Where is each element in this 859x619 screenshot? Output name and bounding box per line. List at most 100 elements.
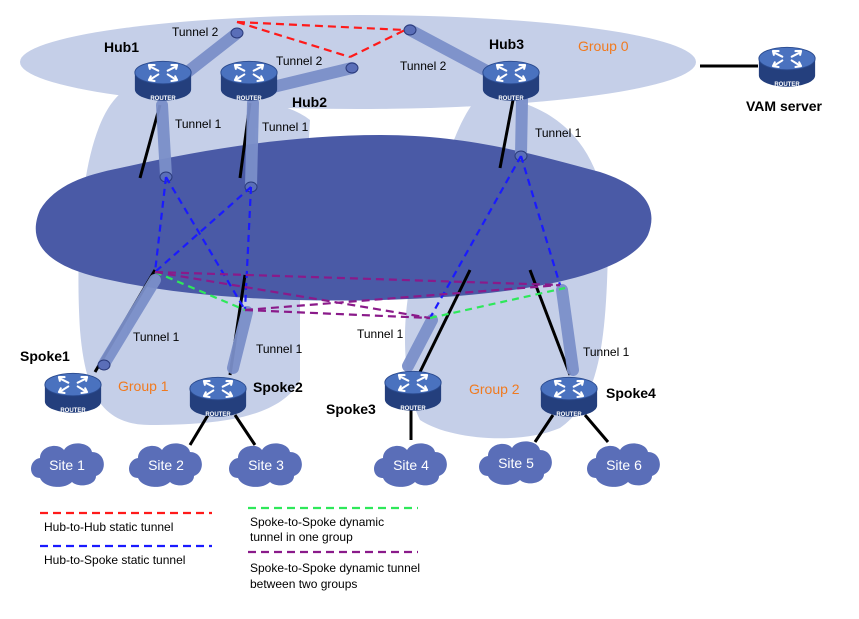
hub1-tunnel1-tube: [156, 99, 172, 182]
tunnel-endpoint: [97, 359, 111, 371]
site-label: Site 4: [393, 457, 429, 473]
group1-label: Group 1: [118, 378, 169, 394]
site-label: Site 3: [248, 457, 284, 473]
spoke1-router-icon: ROUTER: [43, 372, 103, 414]
public-network-cloud: [35, 135, 652, 301]
site1-cloud-icon: [31, 443, 104, 487]
site-labels: Site 1 Site 2 Site 3 Site 4 Site 5 Site …: [49, 455, 642, 473]
hub3-tunnel2-label: Tunnel 2: [400, 59, 447, 73]
tunnel-endpoint: [403, 24, 417, 36]
spoke1-tunnel1-label: Tunnel 1: [133, 330, 180, 344]
hub-spoke-tunnel: [154, 186, 252, 273]
spoke-between-group-tunnel: [154, 270, 561, 287]
hub-spoke-tunnel: [519, 155, 562, 286]
spoke4-tunnel1-tube: [556, 284, 579, 376]
router-tag: ROUTER: [60, 408, 86, 414]
site-clouds: [31, 441, 660, 487]
site-label: Site 6: [606, 457, 642, 473]
spoke2-tunnel1-label: Tunnel 1: [256, 342, 303, 356]
spoke-same-group-tunnels: [154, 270, 566, 320]
site4-cloud-icon: [374, 443, 447, 487]
hub1-router-icon: ROUTER: [133, 60, 193, 102]
router-tag: ROUTER: [556, 412, 582, 418]
hub-to-hub-tunnels: [236, 20, 406, 59]
hub1-tunnel2-label: Tunnel 2: [172, 25, 219, 39]
link-hub1: [138, 104, 162, 179]
link-spoke3: [418, 269, 472, 373]
legend: Hub-to-Hub static tunnel Hub-to-Spoke st…: [40, 506, 420, 591]
hub-hub-tunnel: [236, 20, 406, 32]
spoke3-tunnel1-label: Tunnel 1: [357, 327, 404, 341]
hub3-tunnel1-label: Tunnel 1: [535, 126, 582, 140]
site-label: Site 2: [148, 457, 184, 473]
spoke3-tunnel1-tube: [402, 314, 438, 372]
group-labels: Group 0 Group 1 Group 2: [118, 38, 629, 397]
link-site5: [533, 414, 555, 443]
hub1-label: Hub1: [104, 39, 139, 55]
legend-spoke-between-text-1: Spoke-to-Spoke dynamic tunnel: [250, 561, 420, 575]
hub-hub-tunnel: [349, 29, 406, 58]
spoke3-label: Spoke3: [326, 401, 376, 417]
hub2-tunnel1-tube: [245, 97, 259, 192]
spoke-between-group-tunnel: [244, 308, 431, 320]
group0-area: [20, 15, 696, 109]
spoke4-label: Spoke4: [606, 385, 656, 401]
site6-cloud-icon: [587, 443, 660, 487]
routers: ROUTER ROUTER ROUTER ROUTER ROUTER ROUTE…: [43, 46, 817, 418]
legend-spoke-same-text-1: Spoke-to-Spoke dynamic: [250, 515, 384, 529]
group2-label: Group 2: [469, 381, 520, 397]
router-tag: ROUTER: [498, 96, 524, 102]
spoke2-router-icon: ROUTER: [188, 376, 248, 418]
hub-hub-tunnel: [236, 20, 351, 59]
site2-cloud-icon: [129, 443, 202, 487]
link-site6: [583, 414, 610, 443]
tunnel-tubes: [98, 24, 579, 376]
site5-cloud-icon: [479, 441, 552, 485]
spoke2-label: Spoke2: [253, 379, 303, 395]
tunnel-labels: Tunnel 2 Tunnel 2 Tunnel 2 Tunnel 1 Tunn…: [133, 25, 630, 359]
hub-spoke-tunnel: [165, 176, 246, 311]
hub2-router-icon: ROUTER: [219, 60, 279, 102]
hub1-tunnel1-label: Tunnel 1: [175, 117, 222, 131]
hub-spoke-tunnel: [429, 155, 522, 319]
site3-cloud-icon: [229, 443, 302, 487]
router-tag: ROUTER: [400, 406, 426, 412]
vam-server-router-icon: ROUTER: [757, 46, 817, 88]
legend-spoke-between-text-2: between two groups: [250, 577, 357, 591]
tunnel-endpoint: [345, 62, 359, 74]
link-hub3: [498, 99, 515, 169]
router-tag: ROUTER: [150, 96, 176, 102]
legend-hub-spoke-text: Hub-to-Spoke static tunnel: [44, 553, 185, 567]
hub3-tunnel1-tube: [515, 94, 528, 161]
spoke-same-group-tunnel: [154, 270, 246, 312]
hub2-label: Hub2: [292, 94, 327, 110]
hub2-tunnel2-label: Tunnel 2: [276, 54, 323, 68]
hub-spoke-tunnel: [243, 186, 253, 311]
legend-spoke-same-text-2: tunnel in one group: [250, 530, 353, 544]
router-tag: ROUTER: [205, 412, 231, 418]
hub-spoke-tunnel: [153, 176, 168, 273]
link-site3: [233, 414, 257, 446]
spoke4-tunnel1-label: Tunnel 1: [583, 345, 630, 359]
link-site2: [188, 414, 210, 446]
spoke-between-group-tunnel: [154, 270, 431, 320]
spoke1-label: Spoke1: [20, 348, 70, 364]
site-label: Site 1: [49, 457, 85, 473]
spoke1-tunnel1-tube: [98, 274, 161, 370]
spoke2-tunnel1-tube: [227, 306, 253, 374]
vam-server-label: VAM server: [746, 98, 823, 114]
site-label: Site 5: [498, 455, 534, 471]
spoke4-router-icon: ROUTER: [539, 376, 599, 418]
hub3-label: Hub3: [489, 36, 524, 52]
legend-hub-hub-text: Hub-to-Hub static tunnel: [44, 520, 173, 534]
hub3-router-icon: ROUTER: [481, 60, 541, 102]
hub-to-spoke-tunnels: [153, 155, 562, 319]
spoke-between-groups-tunnels: [154, 270, 561, 320]
router-tag: ROUTER: [774, 82, 800, 88]
node-labels: Hub1 Hub2 Hub3 VAM server Spoke1 Spoke2 …: [20, 36, 823, 417]
router-tag: ROUTER: [236, 96, 262, 102]
hub2-tunnel1-label: Tunnel 1: [262, 120, 309, 134]
spoke3-router-icon: ROUTER: [383, 370, 443, 412]
tunnel-endpoint: [230, 27, 244, 39]
